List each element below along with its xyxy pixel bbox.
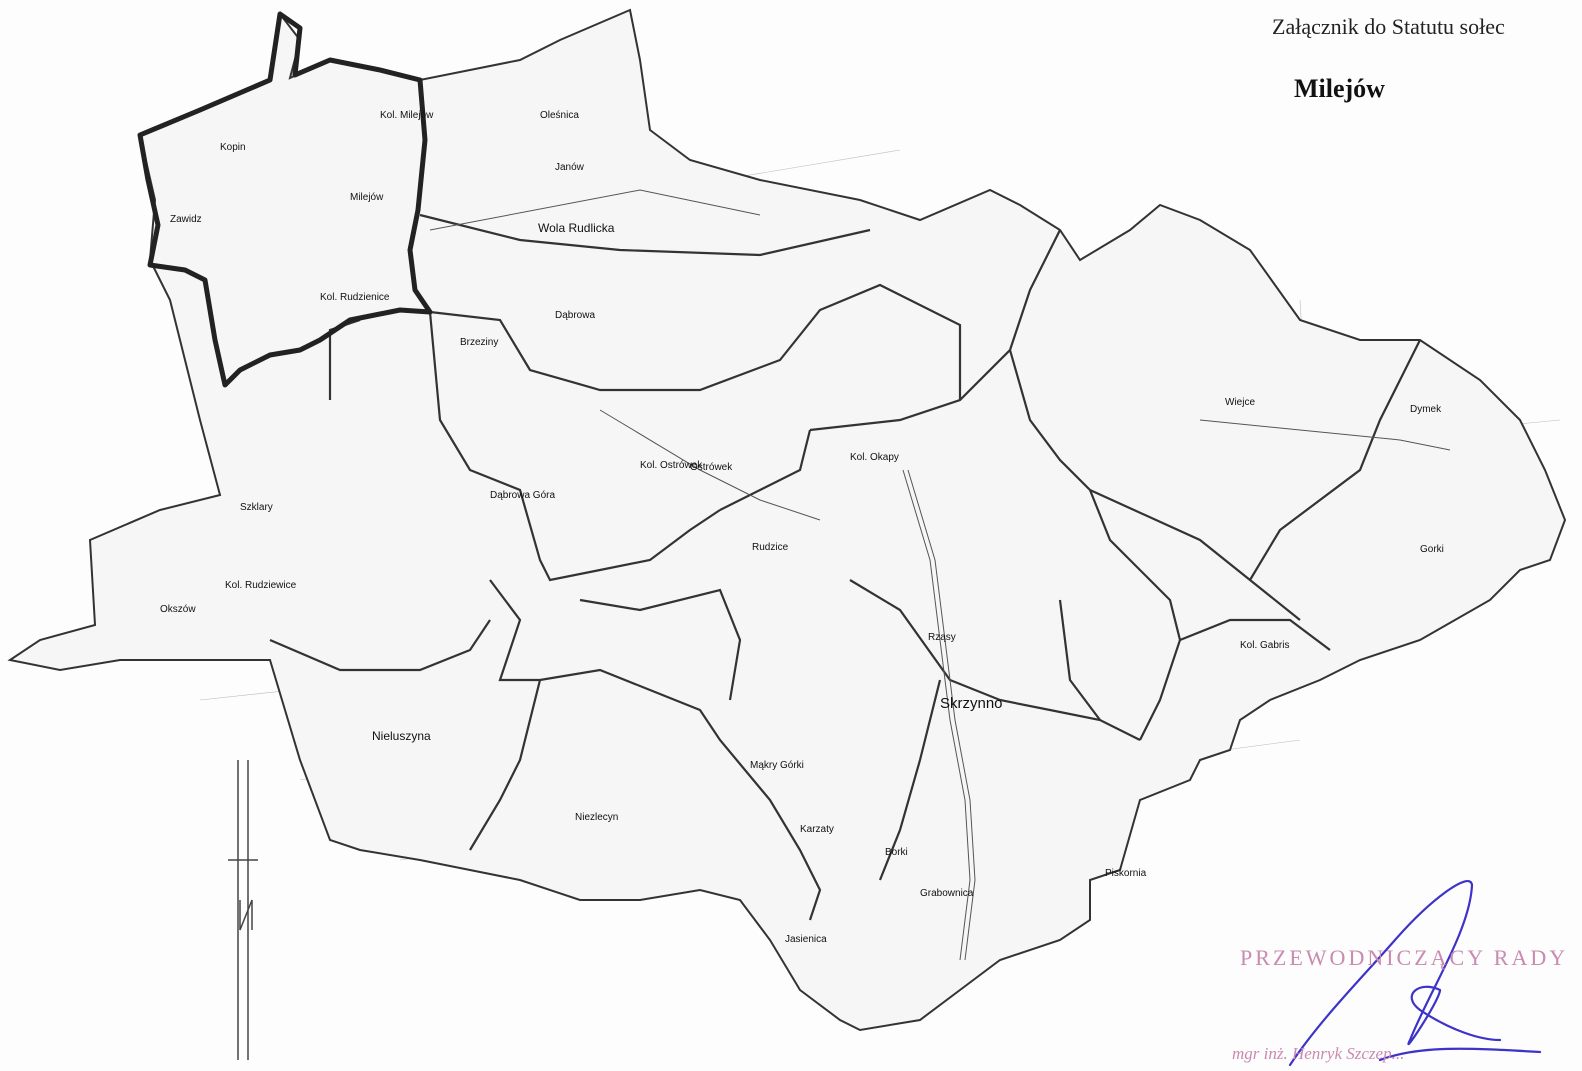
place-labels: Kol. Milejów Oleśnica Kopin Janów Milejó…: [160, 110, 1444, 945]
place-label: Grabownica: [920, 888, 974, 899]
place-label: Kol. Okapy: [850, 452, 899, 463]
place-label: Dymek: [1410, 404, 1442, 415]
place-label: Karzaty: [800, 824, 834, 835]
place-label: Wola Rudlicka: [538, 221, 615, 235]
place-label: Skrzynno: [940, 695, 1003, 712]
place-label: Borki: [885, 847, 908, 858]
place-label: Ostrówek: [690, 462, 733, 473]
place-label: Jasienica: [785, 934, 827, 945]
document-annotation: Załącznik do Statutu sołec: [1272, 14, 1505, 39]
place-label: Okszów: [160, 604, 196, 615]
place-label: Wiejce: [1225, 397, 1255, 408]
place-label: Rząsy: [928, 632, 956, 643]
north-arrow-icon: [228, 760, 258, 1060]
place-label: Dąbrowa: [555, 310, 595, 321]
place-label: Piskornia: [1105, 868, 1147, 879]
place-label: Zawidz: [170, 214, 202, 225]
place-label: Kol. Milejów: [380, 110, 434, 121]
place-label: Kol. Ostrówek: [640, 460, 703, 471]
place-label: Gorki: [1420, 544, 1444, 555]
place-label: Dąbrowa Góra: [490, 490, 555, 501]
place-label: Brzeziny: [460, 337, 498, 348]
place-label: Nieluszyna: [372, 729, 431, 743]
roads: [429, 189, 1451, 961]
stamp-name: mgr inż. Henryk Szczep...: [1232, 1044, 1405, 1063]
place-label: Kol. Gabris: [1240, 640, 1289, 651]
place-label: Kol. Rudziewice: [225, 580, 297, 591]
place-label: Kol. Rudzienice: [320, 292, 390, 303]
place-label: Mąkry Górki: [750, 760, 804, 771]
place-label: Szklary: [240, 502, 273, 513]
place-label: Kopin: [220, 142, 246, 153]
milejow-highlight-boundary: [137, 11, 433, 388]
municipality-boundary: [7, 8, 1567, 1032]
place-label: Janów: [555, 162, 585, 173]
place-label: Niezlecyn: [575, 812, 618, 823]
place-label: Oleśnica: [540, 110, 579, 121]
stamp-title: PRZEWODNICZĄCY RADY: [1240, 945, 1569, 970]
map-title: Milejów: [1294, 74, 1385, 103]
place-label: Milejów: [350, 192, 384, 203]
signature-drawing: [1288, 879, 1542, 1067]
village-boundaries: [269, 213, 1421, 921]
place-label: Rudzice: [752, 542, 789, 553]
